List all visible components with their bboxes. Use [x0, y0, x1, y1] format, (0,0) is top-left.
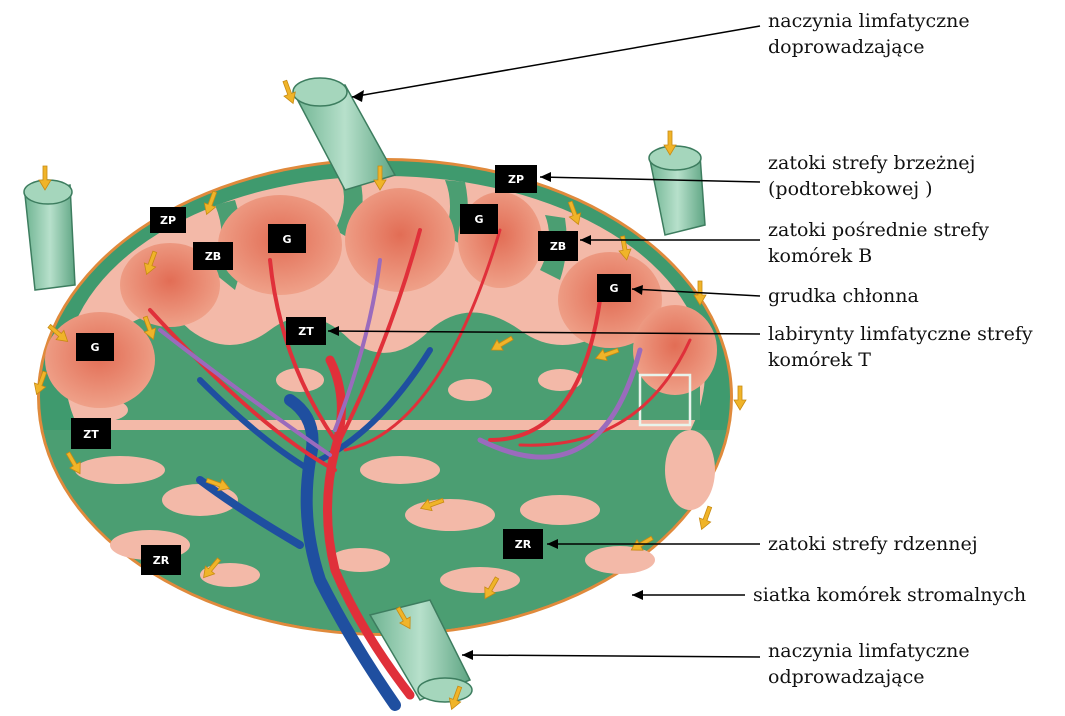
follicle-7	[633, 305, 717, 395]
tag-g-1: G	[268, 224, 306, 253]
tag-zb-left: ZB	[193, 242, 233, 270]
label-afferent: naczynia limfatyczne doprowadzające	[768, 10, 976, 58]
label-follicle: grudka chłonna	[768, 285, 919, 307]
tag-zp-left: ZP	[150, 207, 186, 233]
svg-text:ZR: ZR	[153, 554, 170, 567]
svg-text:G: G	[90, 341, 99, 354]
svg-text:ZP: ZP	[508, 173, 524, 186]
tag-zp-top: ZP	[495, 165, 537, 193]
follicle-4	[345, 188, 455, 292]
label-efferent: naczynia limfatyczne odprowadzające	[768, 640, 976, 688]
svg-text:G: G	[609, 282, 618, 295]
annotation-labels: naczynia limfatyczne doprowadzające zato…	[753, 10, 1039, 688]
label-stromal: siatka komórek stromalnych	[753, 584, 1026, 606]
tag-zb-right: ZB	[538, 231, 578, 261]
tag-zt-center: ZT	[286, 317, 326, 345]
tag-zr-center: ZR	[503, 529, 543, 559]
svg-text:G: G	[282, 233, 291, 246]
svg-text:G: G	[474, 213, 483, 226]
tag-g-4: G	[76, 333, 114, 361]
label-labyrinth: labirynty limfatyczne strefy komórek T	[768, 323, 1039, 371]
svg-text:ZB: ZB	[205, 250, 221, 263]
svg-text:ZR: ZR	[515, 538, 532, 551]
tag-zt-left: ZT	[71, 418, 111, 449]
tag-zr-left: ZR	[141, 545, 181, 575]
svg-text:ZT: ZT	[298, 325, 314, 338]
label-intermediate: zatoki pośrednie strefy komórek B	[768, 219, 995, 267]
svg-text:ZP: ZP	[160, 214, 176, 227]
tag-g-2: G	[460, 204, 498, 234]
label-subcapsular: zatoki strefy brzeżnej (podtorebkowej )	[768, 152, 982, 200]
svg-text:ZB: ZB	[550, 240, 566, 253]
svg-text:ZT: ZT	[83, 428, 99, 441]
tag-g-3: G	[597, 274, 631, 302]
label-medullary: zatoki strefy rdzennej	[768, 533, 978, 555]
